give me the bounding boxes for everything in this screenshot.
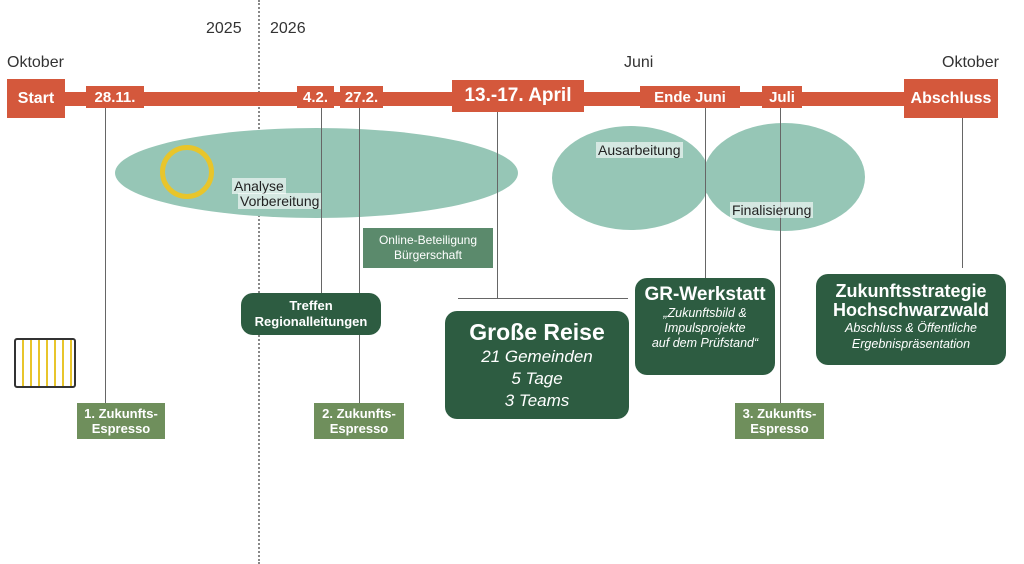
year-2025: 2025	[206, 20, 242, 37]
espresso-line: Espresso	[750, 421, 809, 436]
strategie-title: Hochschwarzwald	[832, 300, 990, 320]
grosse-reise-box: Große Reise 21 Gemeinden 5 Tage 3 Teams	[445, 311, 629, 419]
espresso-1: 1. Zukunfts-Espresso	[77, 403, 165, 439]
reise-line: 21 Gemeinden	[481, 347, 593, 366]
gr-werkstatt-box: GR-Werkstatt „Zukunftsbild & Impulsproje…	[635, 278, 775, 375]
espresso-line: 2. Zukunfts-	[322, 406, 396, 421]
milestone-42: 4.2.	[297, 86, 334, 108]
connector	[962, 108, 963, 268]
espresso-line: 1. Zukunfts-	[84, 406, 158, 421]
treffen-line: Regionalleitungen	[254, 314, 368, 329]
strategie-title: Zukunftsstrategie	[835, 281, 987, 301]
milestone-abschluss: Abschluss	[904, 79, 998, 118]
zukunftsstrategie-box: Zukunftsstrategie Hochschwarzwald Abschl…	[816, 274, 1006, 365]
werkstatt-line: auf dem Prüfstand“	[651, 336, 759, 350]
espresso-2: 2. Zukunfts-Espresso	[314, 403, 404, 439]
milestone-2811: 28.11.	[86, 86, 144, 108]
month-start: Oktober	[7, 54, 64, 71]
milestone-272: 27.2.	[340, 86, 383, 108]
month-mid: Juni	[624, 54, 654, 71]
year-2026: 2026	[270, 20, 306, 37]
phase-ausarbeitung-label: Ausarbeitung	[596, 142, 683, 158]
reise-line: 5 Tage	[511, 369, 563, 388]
connector	[497, 108, 498, 298]
werkstatt-line: Impulsprojekte	[664, 321, 746, 335]
treffen-line: Treffen	[289, 298, 333, 313]
laptop-illustration	[14, 338, 76, 388]
ground-line	[458, 298, 628, 299]
connector	[780, 108, 781, 403]
espresso-line: Espresso	[91, 421, 151, 436]
werkstatt-title: GR-Werkstatt	[644, 284, 766, 305]
werkstatt-line: „Zukunftsbild &	[663, 306, 747, 320]
connector	[359, 108, 360, 403]
online-line: Bürgerschaft	[393, 248, 463, 262]
strategie-line: Ergebnispräsentation	[851, 337, 971, 351]
magnifier-illustration	[160, 145, 214, 199]
reise-line: 3 Teams	[504, 391, 570, 410]
connector	[705, 108, 706, 278]
connector	[105, 108, 106, 403]
espresso-line: Espresso	[329, 421, 389, 436]
connector	[321, 108, 322, 293]
phase-analyse-label: Analyse	[232, 178, 286, 194]
reise-title: Große Reise	[469, 319, 605, 345]
phase-finalisierung-label: Finalisierung	[730, 202, 814, 218]
milestone-start: Start	[7, 79, 65, 118]
milestone-april: 13.-17. April	[452, 80, 584, 112]
strategie-line: Abschluss & Öffentliche	[844, 321, 977, 335]
phase-vorbereitung-label: Vorbereitung	[238, 193, 322, 209]
year-divider	[258, 0, 260, 564]
month-end: Oktober	[942, 54, 999, 71]
online-line: Online-Beteiligung	[378, 233, 478, 247]
milestone-ende-juni: Ende Juni	[640, 86, 740, 108]
espresso-3: 3. Zukunfts-Espresso	[735, 403, 824, 439]
espresso-line: 3. Zukunfts-	[742, 406, 817, 421]
milestone-juli: Juli	[762, 86, 802, 108]
